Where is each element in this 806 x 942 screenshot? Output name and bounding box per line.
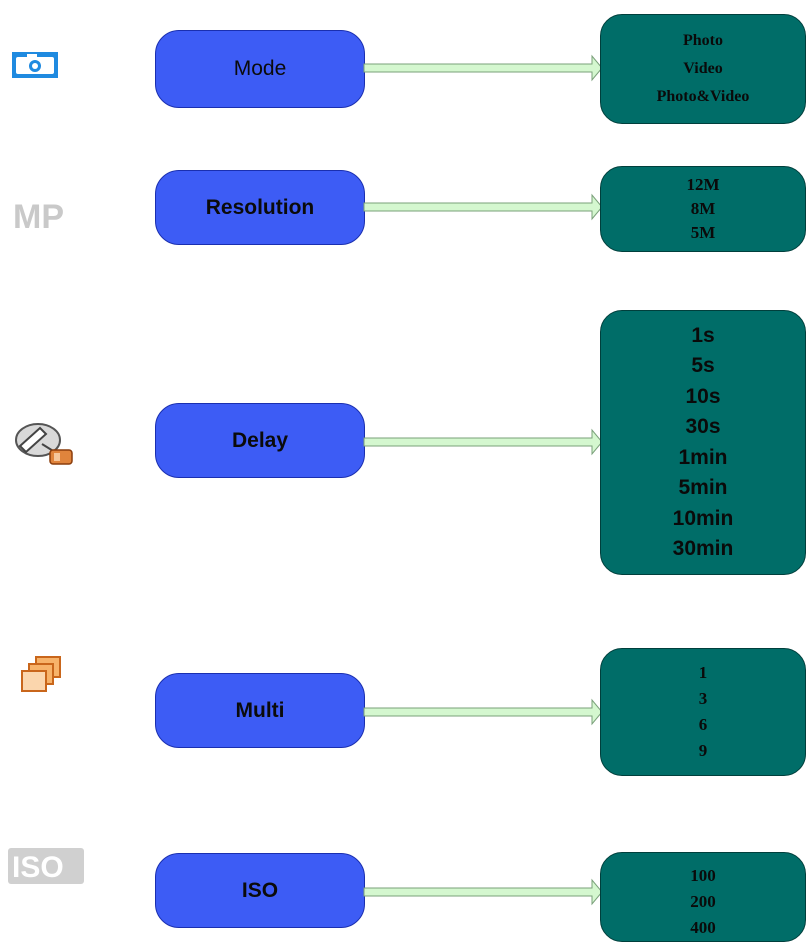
multi-option[interactable]: 1 xyxy=(698,663,708,682)
delay-menu-item[interactable]: Delay xyxy=(155,403,365,478)
mode-option[interactable]: Photo&Video xyxy=(656,88,750,105)
mode-option[interactable]: Video xyxy=(683,60,723,77)
resolution-arrow xyxy=(363,192,604,222)
multi-option[interactable]: 3 xyxy=(698,689,708,708)
multi-arrow xyxy=(363,697,604,727)
delay-option[interactable]: 10s xyxy=(685,384,721,408)
multi-options-box: 1 3 6 9 xyxy=(600,648,806,776)
resolution-label: Resolution xyxy=(205,195,315,219)
delay-option[interactable]: 5min xyxy=(678,476,728,499)
iso-option[interactable]: 100 xyxy=(690,866,716,885)
delay-options-box: 1s 5s 10s 30s 1min 5min 10min 30min xyxy=(600,310,806,575)
delay-option[interactable]: 5s xyxy=(691,354,715,377)
multi-label: Multi xyxy=(235,698,285,722)
iso-option[interactable]: 400 xyxy=(690,918,716,937)
resolution-option[interactable]: 8M xyxy=(690,199,716,218)
delay-option[interactable]: 10min xyxy=(672,506,734,530)
svg-text:MP: MP xyxy=(13,198,64,234)
delay-arrow xyxy=(363,427,604,457)
mode-options-box: Photo Video Photo&Video xyxy=(600,14,806,124)
mode-menu-item[interactable]: Mode xyxy=(155,30,365,108)
resolution-option[interactable]: 5M xyxy=(690,223,716,242)
multi-shot-icon xyxy=(20,655,64,695)
iso-options-box: 100 200 400 xyxy=(600,852,806,942)
mode-label: Mode xyxy=(233,57,287,80)
mode-arrow xyxy=(363,53,604,83)
multi-menu-item[interactable]: Multi xyxy=(155,673,365,748)
delay-label: Delay xyxy=(231,428,289,452)
delay-option[interactable]: 1s xyxy=(691,323,715,347)
iso-icon: ISO xyxy=(8,848,84,884)
mode-option[interactable]: Photo xyxy=(683,32,723,49)
cropped-header-text xyxy=(0,0,806,14)
delay-option[interactable]: 30min xyxy=(672,537,734,560)
resolution-options-box: 12M 8M 5M xyxy=(600,166,806,252)
iso-option[interactable]: 200 xyxy=(690,892,716,911)
resolution-menu-item[interactable]: Resolution xyxy=(155,170,365,245)
resolution-option[interactable]: 12M xyxy=(686,175,720,194)
iso-label: ISO xyxy=(241,878,279,902)
iso-arrow xyxy=(363,877,604,907)
delay-option[interactable]: 1min xyxy=(678,445,728,469)
multi-option[interactable]: 6 xyxy=(698,715,708,734)
delay-timer-icon xyxy=(12,420,76,466)
multi-option[interactable]: 9 xyxy=(698,741,708,760)
delay-option[interactable]: 30s xyxy=(685,415,721,438)
iso-menu-item[interactable]: ISO xyxy=(155,853,365,928)
svg-text:ISO: ISO xyxy=(12,851,64,884)
camera-icon xyxy=(12,52,58,78)
megapixel-icon: MP xyxy=(12,198,68,234)
